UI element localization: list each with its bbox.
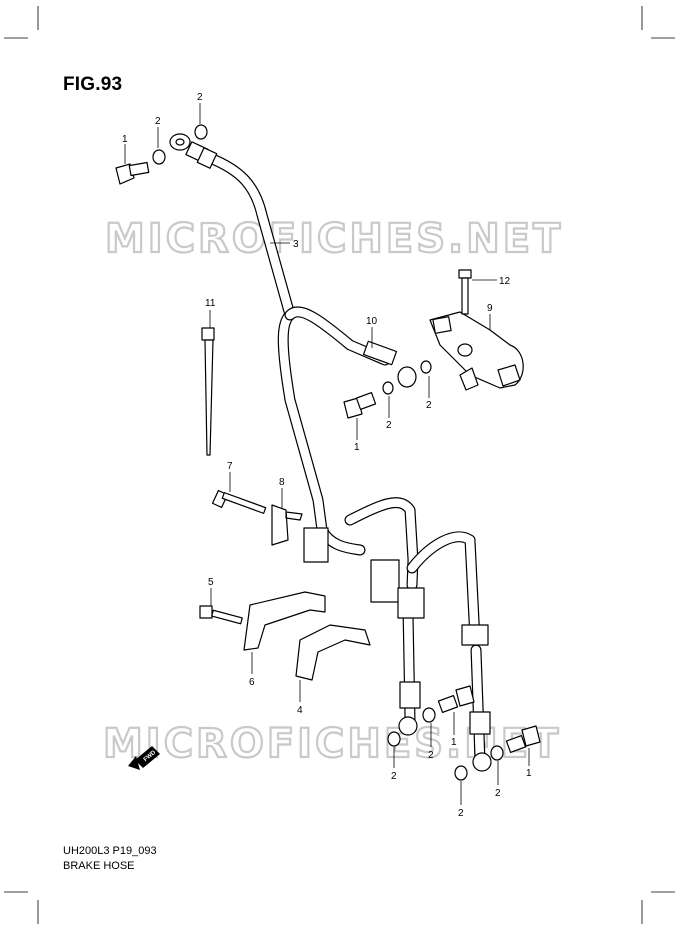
callout-6: 6: [249, 677, 255, 688]
junction-block-center: [370, 559, 400, 603]
callout-1-lower-right: 1: [526, 768, 532, 779]
crop-marks: [4, 6, 675, 924]
washer-2-middle-b: [420, 360, 432, 374]
banjo-lower-right: [472, 752, 492, 772]
bolt-12: [458, 269, 472, 315]
washer-2-middle-a: [382, 381, 394, 395]
hose-clamp-right: [397, 587, 425, 619]
bracket-8: [271, 504, 303, 546]
callout-1-top: 1: [122, 134, 128, 145]
union-bolt-1-lower-right: [505, 725, 541, 753]
watermark-bottom: MICROFICHES.NET: [103, 721, 561, 767]
callout-2-middle-left: 2: [386, 420, 392, 431]
callout-5: 5: [208, 577, 214, 588]
bracket-4: [295, 624, 371, 681]
bracket-6: [243, 591, 326, 651]
three-way-joint-9: [429, 311, 524, 391]
washer-2-top-b: [194, 124, 208, 140]
figure-title: FIG.93: [63, 74, 123, 95]
bolt-7: [211, 489, 267, 514]
diagram-name: BRAKE HOSE: [63, 860, 135, 872]
callout-1-middle: 1: [354, 442, 360, 453]
banjo-fitting-top: [169, 133, 218, 169]
callout-2-middle-right: 2: [426, 400, 432, 411]
callout-2-lower-a: 2: [391, 771, 397, 782]
callout-3: 3: [293, 239, 299, 250]
callout-labels: 1 2 2 3 12 9 11 10 2 1 2 7 8 5 6 4 1 2 2…: [122, 92, 532, 819]
bolt-5: [199, 605, 243, 625]
lower-fitting-right: [469, 711, 491, 735]
union-bolt-1-middle: [343, 392, 377, 419]
hose-clamp-left: [303, 527, 329, 563]
washer-2-lower-c: [454, 765, 468, 781]
callout-12: 12: [499, 276, 511, 287]
union-bolt-1-top: [115, 161, 150, 185]
callout-1-lower-left: 1: [451, 737, 457, 748]
callout-7: 7: [227, 461, 233, 472]
watermark-top: MICROFICHES.NET: [105, 216, 563, 262]
union-bolt-1-lower-left: [437, 685, 475, 713]
callout-2-lower-c: 2: [458, 808, 464, 819]
washer-2-lower-b: [422, 707, 436, 723]
cable-tie-11: [201, 327, 215, 456]
callout-2-top-a: 2: [155, 116, 161, 127]
lower-fitting-left: [399, 681, 421, 709]
callout-10: 10: [366, 316, 378, 327]
callout-11: 11: [205, 298, 216, 309]
banjo-lower-left: [398, 716, 418, 736]
washer-2-top-a: [152, 149, 166, 165]
callout-8: 8: [279, 477, 285, 488]
washer-2-lower-a: [387, 731, 401, 747]
washer-2-lower-d: [490, 745, 504, 761]
callout-2-top-b: 2: [197, 92, 203, 103]
hose-clamp-rear: [461, 624, 489, 646]
brake-hose-3: [204, 152, 486, 766]
callout-9: 9: [487, 303, 493, 314]
callout-4: 4: [297, 705, 303, 716]
callout-2-lower-b: 2: [428, 750, 434, 761]
diagram-code: UH200L3 P19_093: [63, 845, 157, 857]
callout-2-lower-d: 2: [495, 788, 501, 799]
callout-leaders: [124, 103, 530, 805]
banjo-fitting-upper: [397, 366, 417, 388]
